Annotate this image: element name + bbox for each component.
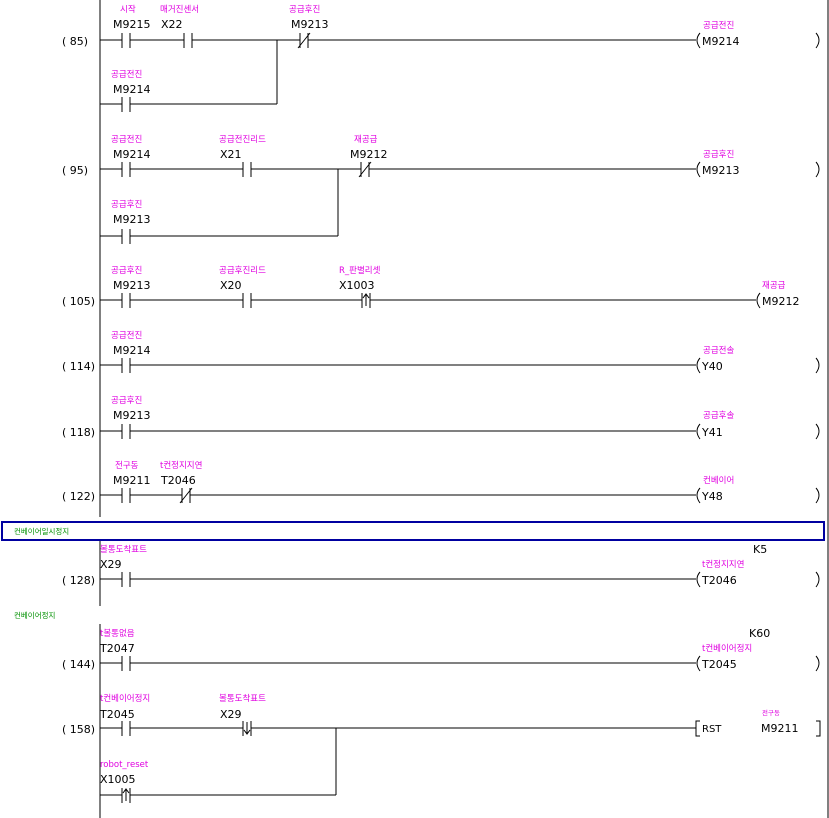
step-number: ( 118) <box>62 426 95 439</box>
timer-constant: K60 <box>749 627 770 640</box>
coil-device: Y41 <box>701 426 723 439</box>
instruction-op: RST <box>702 724 722 735</box>
step-number: ( 114) <box>62 360 95 373</box>
coil-device: Y40 <box>701 360 723 373</box>
contact-device: M9213 <box>113 409 151 422</box>
contact-device: M9211 <box>113 474 151 487</box>
rung-95[interactable]: ( 95) 공급전진 M9214 공급전진리드 X21 재공급 M9212 공급… <box>62 134 820 244</box>
instruction-device: M9211 <box>761 722 799 735</box>
contact-device: X22 <box>161 18 183 31</box>
contact-comment: 공급전진 <box>111 69 142 80</box>
step-number: ( 158) <box>62 723 95 736</box>
coil-comment: t컨베이어정지 <box>702 643 752 654</box>
coil-device: Y48 <box>701 490 723 503</box>
contact-device: T2047 <box>99 642 135 655</box>
timer-constant: K5 <box>753 543 767 556</box>
rung-144[interactable]: ( 144) t볼통없음 T2047 K60 t컨베이어정지 T2045 <box>62 627 820 672</box>
step-number: ( 85) <box>62 35 88 48</box>
coil-comment: 공급후솔 <box>703 411 734 421</box>
coil-comment: 공급전진 <box>703 20 734 31</box>
contact-comment: 공급후진 <box>289 4 320 15</box>
coil-device: T2046 <box>701 574 737 587</box>
contact-device: M9213 <box>291 18 329 31</box>
coil-comment: 공급전솔 <box>703 345 734 356</box>
contact-device: X21 <box>220 148 242 161</box>
contact-comment: 공급후진 <box>111 395 142 406</box>
contact-device: M9213 <box>113 213 151 226</box>
contact-comment: 재공급 <box>354 135 378 145</box>
coil-device: M9212 <box>762 295 800 308</box>
step-number: ( 122) <box>62 490 95 503</box>
coil-comment: 공급후진 <box>703 149 734 160</box>
coil-comment: 재공급 <box>762 281 786 291</box>
contact-device: M9214 <box>113 344 151 357</box>
coil-comment: 컨베이어 <box>703 475 734 486</box>
contact-comment: 시작 <box>120 4 136 15</box>
contact-comment: t볼통없음 <box>100 628 135 639</box>
contact-device: M9215 <box>113 18 151 31</box>
contact-comment: 공급후진리드 <box>219 265 266 276</box>
coil-comment: t컨정지지연 <box>702 559 744 570</box>
contact-comment: 볼통도착표트 <box>100 544 147 555</box>
statement-conveyor-stop: 컨베이어정지 <box>14 610 55 620</box>
contact-comment: 전구동 <box>115 460 139 471</box>
contact-device: X29 <box>100 558 122 571</box>
rung-105[interactable]: ( 105) 공급후진 M9213 공급후진리드 X20 R_판별리셋 X100… <box>62 265 800 309</box>
contact-device: M9214 <box>113 83 151 96</box>
contact-device: X29 <box>220 708 242 721</box>
coil-device: T2045 <box>701 658 737 671</box>
step-number: ( 128) <box>62 574 95 587</box>
contact-comment: 공급전진 <box>111 134 142 145</box>
contact-comment: 공급후진 <box>111 265 142 276</box>
contact-comment: robot_reset <box>100 760 149 770</box>
rung-158[interactable]: ( 158) t컨베이어정지 T2045 볼통도착표트 X29 robot_re… <box>62 693 821 803</box>
statement-conveyor-pause: 컨베이어일시정지 <box>14 526 69 536</box>
contact-comment: 공급전진리드 <box>219 134 266 145</box>
contact-comment: 공급전진 <box>111 330 142 341</box>
coil-device: M9213 <box>702 164 740 177</box>
rung-85[interactable]: ( 85) 시작 M9215 매거진센서 X22 공급후진 M9213 공급전진… <box>62 4 820 112</box>
contact-comment: 공급후진 <box>111 199 142 210</box>
contact-comment: 볼통도착표트 <box>219 693 266 704</box>
rung-122[interactable]: ( 122) 전구동 M9211 t컨정지지연 T2046 컨베이어 Y48 <box>62 460 820 504</box>
contact-comment: t컨정지지연 <box>160 460 202 471</box>
rung-114[interactable]: ( 114) 공급전진 M9214 공급전솔 Y40 <box>62 330 820 374</box>
contact-comment: R_판별리셋 <box>339 265 381 276</box>
contact-device: T2046 <box>160 474 196 487</box>
instruction-comment: 전구동 <box>762 708 780 717</box>
rung-128[interactable]: ( 128) 볼통도착표트 X29 K5 t컨정지지연 T2046 <box>62 543 820 588</box>
coil-device: M9214 <box>702 35 740 48</box>
contact-device: M9212 <box>350 148 388 161</box>
contact-device: X1005 <box>100 773 136 786</box>
step-number: ( 105) <box>62 295 95 308</box>
contact-device: M9214 <box>113 148 151 161</box>
contact-device: T2045 <box>99 708 135 721</box>
contact-device: X20 <box>220 279 242 292</box>
step-number: ( 144) <box>62 658 95 671</box>
contact-device: M9213 <box>113 279 151 292</box>
contact-device: X1003 <box>339 279 375 292</box>
contact-comment: 매거진센서 <box>160 4 199 15</box>
rung-118[interactable]: ( 118) 공급후진 M9213 공급후솔 Y41 <box>62 395 820 440</box>
contact-comment: t컨베이어정지 <box>100 693 150 704</box>
step-number: ( 95) <box>62 164 88 177</box>
selection-box[interactable] <box>1 521 825 541</box>
